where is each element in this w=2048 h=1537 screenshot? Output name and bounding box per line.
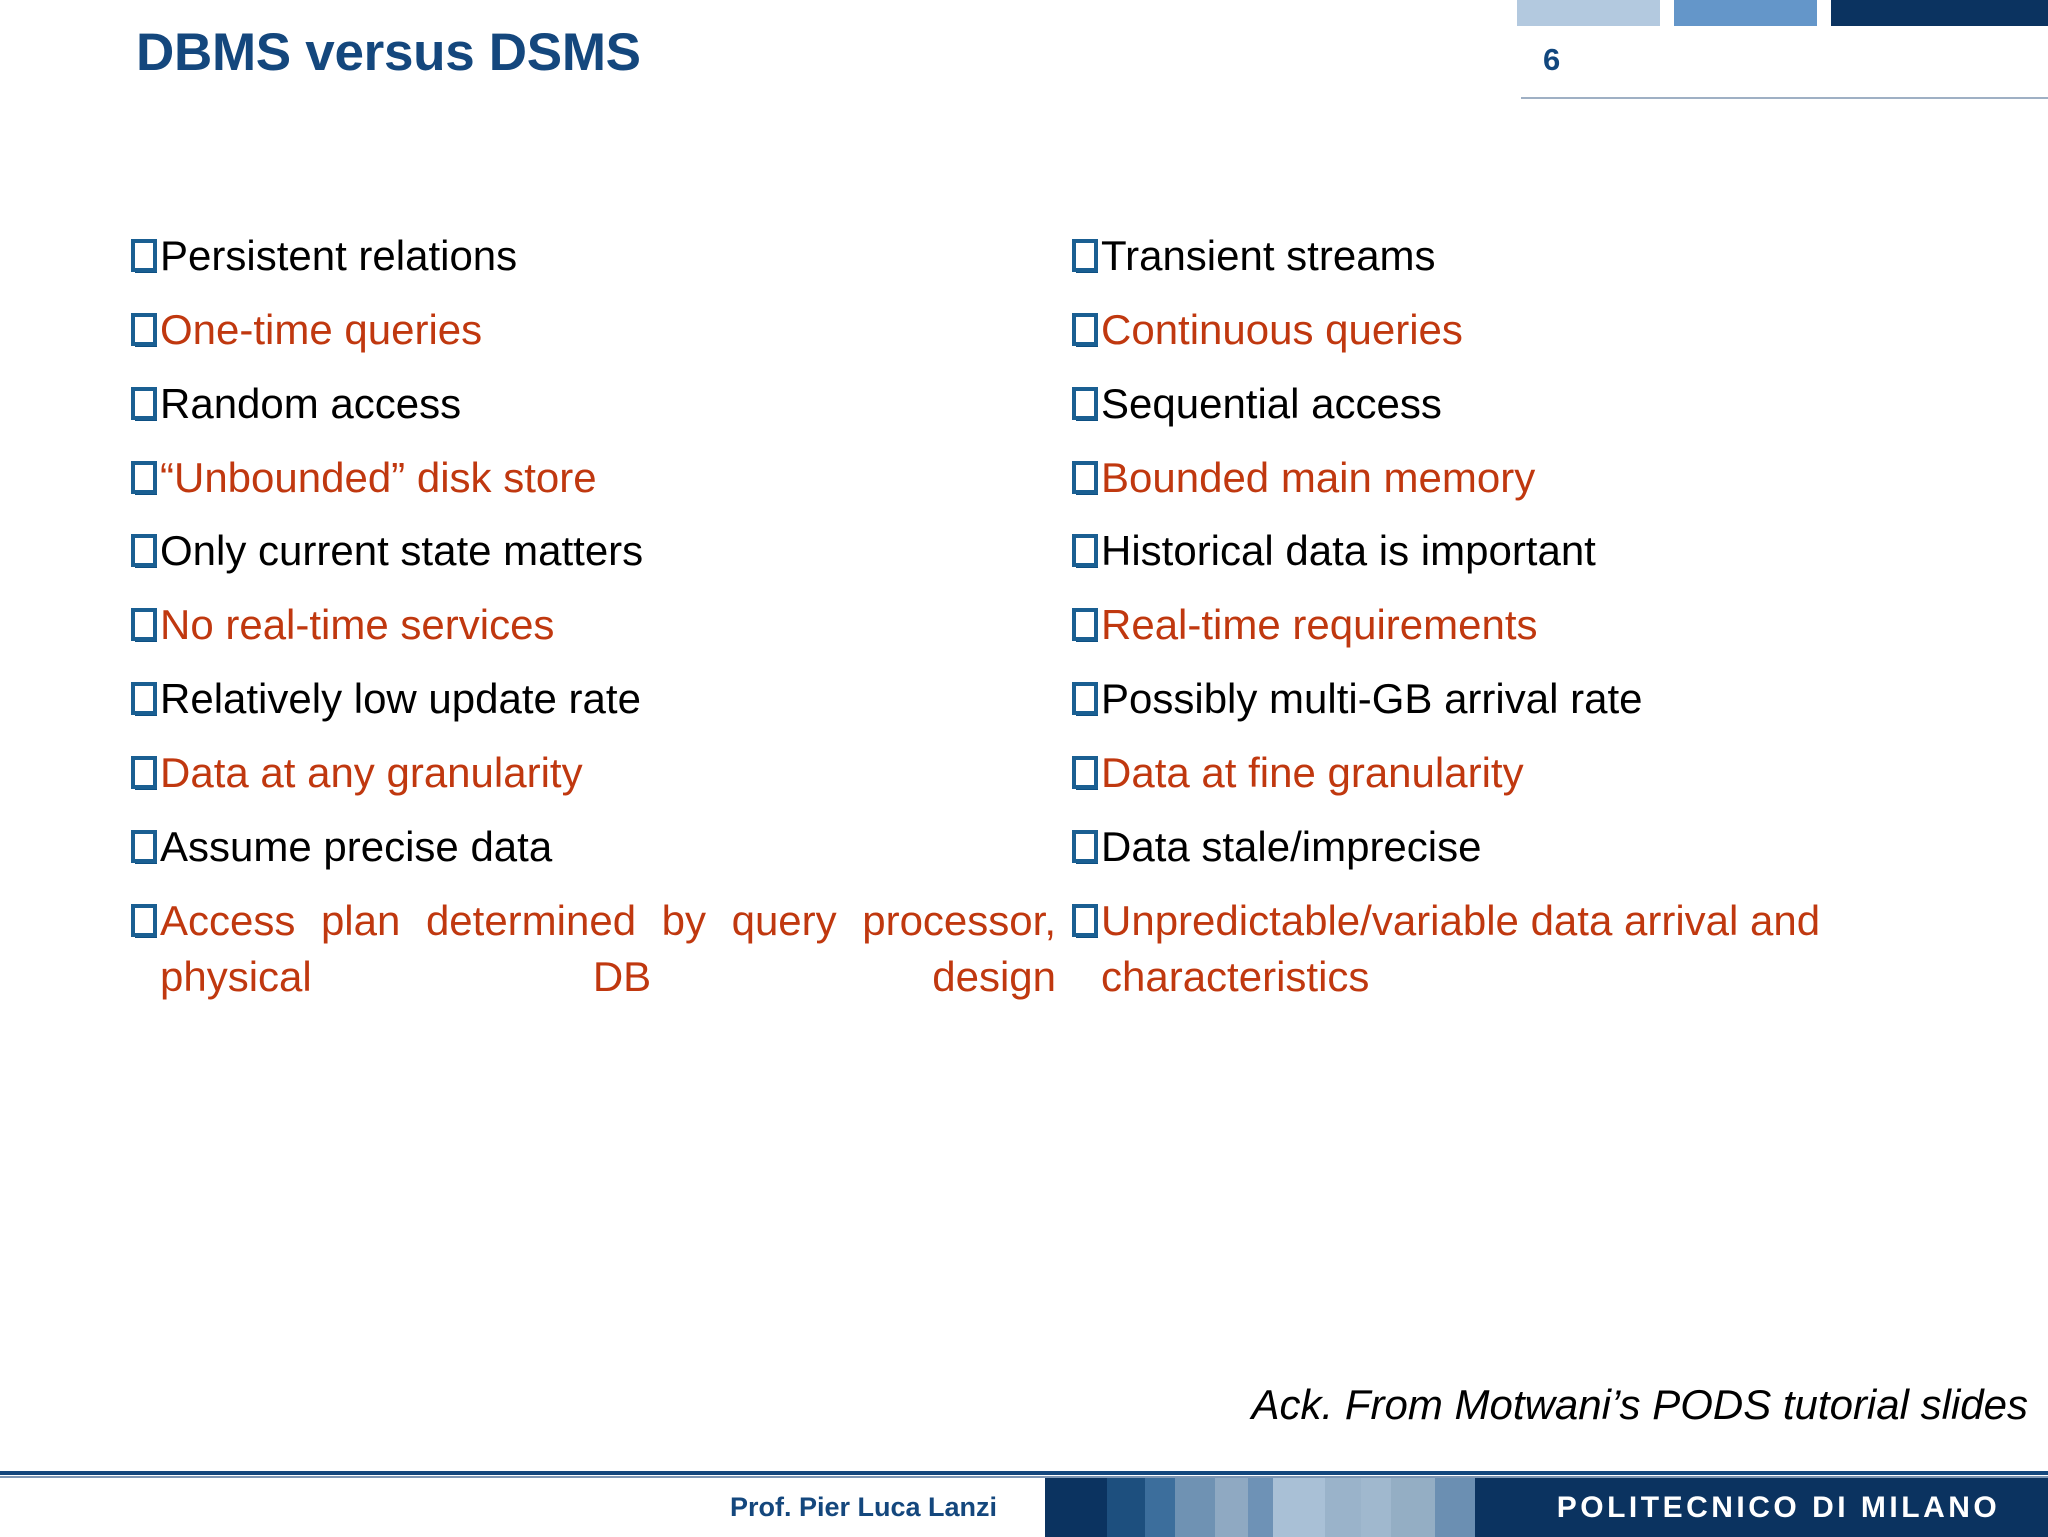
- checkbox-square-icon: [131, 903, 159, 940]
- footer-author: Prof. Pier Luca Lanzi: [0, 1478, 1045, 1537]
- bullet-item: Random access: [131, 376, 1056, 432]
- bullet-item: Sequential access: [1072, 376, 1952, 432]
- bullet-item-label: “Unbounded” disk store: [160, 453, 597, 501]
- checkbox-square-icon: [1072, 312, 1100, 349]
- bullet-item: Historical data is important: [1072, 523, 1952, 579]
- bullet-item-label: Unpredictable/variable data arrival and …: [1101, 896, 1821, 1000]
- bullet-item-label: Possibly multi-GB arrival rate: [1101, 675, 1643, 723]
- bullet-item: Persistent relations: [131, 228, 1056, 284]
- bullet-item: Data stale/imprecise: [1072, 819, 1952, 875]
- bullet-item: Access plan determined by query processo…: [131, 893, 1056, 1061]
- bullet-item: Data at any granularity: [131, 745, 1056, 801]
- deco-block-light: [1517, 0, 1660, 26]
- checkbox-square-icon: [131, 239, 159, 275]
- bullet-item: Unpredictable/variable data arrival and …: [1072, 893, 1952, 1005]
- bullet-item-label: Real-time requirements: [1101, 601, 1538, 649]
- bullet-item: Assume precise data: [131, 819, 1056, 875]
- checkbox-square-icon: [1072, 903, 1100, 940]
- bullet-item-label: No real-time services: [160, 601, 555, 649]
- header-decoration-blocks: [1517, 0, 2048, 26]
- bullet-item-label: Transient streams: [1101, 232, 1436, 279]
- checkbox-square-icon: [131, 460, 159, 497]
- bullet-item-label: Data stale/imprecise: [1101, 822, 1482, 870]
- checkbox-square-icon: [131, 608, 159, 644]
- bullet-item-label: Continuous queries: [1101, 305, 1463, 353]
- bullet-item: Continuous queries: [1072, 302, 1952, 358]
- bullet-item-label: Data at fine granularity: [1101, 749, 1524, 797]
- footer-stripe: [1273, 1478, 1325, 1537]
- footer-stripe-pattern: [1045, 1478, 1509, 1537]
- page-title: DBMS versus DSMS: [136, 23, 641, 82]
- bullet-item-label: Data at any granularity: [160, 749, 583, 797]
- checkbox-square-icon: [131, 682, 159, 718]
- footer-stripe: [1475, 1478, 1509, 1537]
- bullet-item: Possibly multi-GB arrival rate: [1072, 671, 1952, 727]
- page-number: 6: [1543, 42, 1561, 77]
- bullet-item: “Unbounded” disk store: [131, 450, 1056, 506]
- checkbox-square-icon: [1072, 239, 1100, 275]
- checkbox-square-icon: [131, 386, 159, 423]
- footer-stripe: [1045, 1478, 1085, 1537]
- footer-stripe: [1325, 1478, 1361, 1537]
- header-divider: [1521, 97, 2048, 99]
- checkbox-square-icon: [131, 534, 159, 570]
- bullet-item-label: Only current state matters: [160, 527, 644, 575]
- bullet-item-label: One-time queries: [160, 305, 483, 353]
- bullet-item-label: Assume precise data: [160, 822, 553, 870]
- checkbox-square-icon: [1072, 829, 1100, 866]
- bullet-item: Bounded main memory: [1072, 450, 1952, 506]
- footer-stripe: [1215, 1478, 1248, 1537]
- bullet-item-label: Sequential access: [1101, 379, 1442, 427]
- acknowledgement-text: Ack. From Motwani’s PODS tutorial slides: [1251, 1381, 2028, 1428]
- bullet-item: One-time queries: [131, 302, 1056, 358]
- bullet-item: Only current state matters: [131, 523, 1056, 579]
- bullet-item-label: Persistent relations: [160, 232, 518, 279]
- checkbox-square-icon: [1072, 460, 1100, 497]
- checkbox-square-icon: [131, 756, 159, 792]
- bullet-item: Real-time requirements: [1072, 597, 1952, 653]
- footer-stripe: [1391, 1478, 1435, 1537]
- checkbox-square-icon: [1072, 682, 1100, 718]
- footer-stripe: [1175, 1478, 1215, 1537]
- footer-stripe: [1435, 1478, 1475, 1537]
- checkbox-square-icon: [1072, 534, 1100, 570]
- bullet-item-label: Access plan determined by query processo…: [160, 896, 1056, 1000]
- bullet-item-label: Random access: [160, 379, 462, 427]
- checkbox-square-icon: [131, 312, 159, 349]
- bullet-item-label: Relatively low update rate: [160, 675, 641, 723]
- bullet-item-label: Historical data is important: [1101, 527, 1596, 575]
- footer-stripe: [1145, 1478, 1175, 1537]
- footer-divider-thin: [0, 1476, 2048, 1478]
- footer: Prof. Pier Luca Lanzi POLITECNICO DI MIL…: [0, 1478, 2048, 1537]
- bullet-item: Transient streams: [1072, 228, 1952, 284]
- checkbox-square-icon: [131, 829, 159, 866]
- footer-stripe: [1361, 1478, 1391, 1537]
- footer-stripe: [1107, 1478, 1145, 1537]
- deco-block-medium: [1674, 0, 1817, 26]
- checkbox-square-icon: [1072, 386, 1100, 423]
- checkbox-square-icon: [1072, 756, 1100, 792]
- footer-stripe: [1085, 1478, 1107, 1537]
- checkbox-square-icon: [1072, 608, 1100, 644]
- bullet-item: No real-time services: [131, 597, 1056, 653]
- bullet-item-label: Bounded main memory: [1101, 453, 1536, 501]
- bullet-item: Data at fine granularity: [1072, 745, 1952, 801]
- footer-stripe: [1248, 1478, 1273, 1537]
- bullet-item: Relatively low update rate: [131, 671, 1056, 727]
- footer-institution-logo: POLITECNICO DI MILANO: [1509, 1478, 2048, 1537]
- deco-block-navy: [1831, 0, 2048, 26]
- footer-divider: [0, 1471, 2048, 1475]
